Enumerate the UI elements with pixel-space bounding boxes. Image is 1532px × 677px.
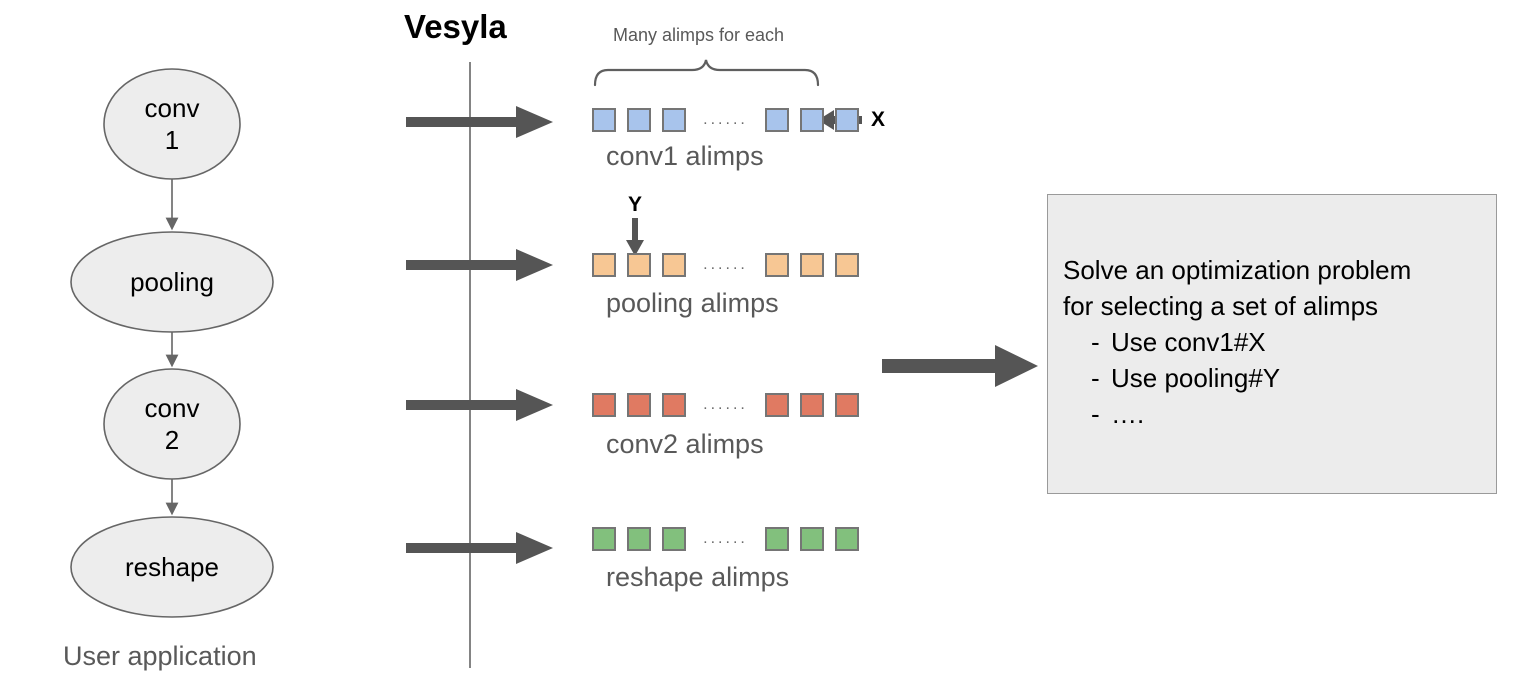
solver-bullet-2: - Use pooling#Y: [1063, 360, 1493, 396]
alimp-chip[interactable]: [592, 393, 616, 417]
alimp-chip[interactable]: [662, 527, 686, 551]
alimp-chip[interactable]: [835, 527, 859, 551]
alimp-ellipsis-dots: ......: [703, 111, 748, 128]
solver-panel-text: Solve an optimization problem for select…: [1063, 252, 1493, 432]
alimp-row-conv2: ......: [592, 393, 859, 417]
solver-panel: [1047, 194, 1497, 494]
solver-bullet-3: - ….: [1063, 396, 1493, 432]
alimp-chip[interactable]: [765, 253, 789, 277]
x-marker-label: X: [871, 108, 886, 131]
alimp-row-conv1: ......: [592, 108, 859, 132]
alimp-chip[interactable]: [800, 253, 824, 277]
alimp-chip[interactable]: [627, 527, 651, 551]
alimp-row-pooling: ......: [592, 253, 859, 277]
alimp-chip[interactable]: [835, 253, 859, 277]
alimp-chip[interactable]: [592, 253, 616, 277]
solver-line-2: for selecting a set of alimps: [1063, 291, 1379, 321]
graph-node-label-conv1: conv 1: [144, 93, 200, 155]
bullet-text: ….: [1111, 399, 1145, 429]
user-application-caption: User application: [63, 641, 257, 671]
alimp-chip[interactable]: [765, 108, 789, 132]
vesyla-title: Vesyla: [404, 8, 507, 45]
flow-arrow-pooling: [406, 249, 553, 281]
alimp-chip[interactable]: [835, 108, 859, 132]
graph-node-label-reshape: reshape: [125, 552, 219, 582]
bullet-dash: -: [1091, 363, 1100, 393]
alimp-row-label-conv2: conv2 alimps: [606, 429, 764, 459]
alimp-chip[interactable]: [592, 108, 616, 132]
alimp-chip[interactable]: [800, 527, 824, 551]
alimp-chip[interactable]: [765, 393, 789, 417]
alimp-chip[interactable]: [627, 253, 651, 277]
bullet-dash: -: [1091, 399, 1100, 429]
flow-arrow-reshape: [406, 532, 553, 564]
bullet-dash: -: [1091, 327, 1100, 357]
alimp-row-label-reshape: reshape alimps: [606, 562, 790, 592]
alimp-row-label-pooling: pooling alimps: [606, 288, 779, 318]
alimp-ellipsis-dots: ......: [703, 256, 748, 273]
bullet-text: Use conv1#X: [1111, 327, 1266, 357]
many-alimps-caption: Many alimps for each: [613, 25, 785, 45]
alimp-chip[interactable]: [662, 393, 686, 417]
solver-bullet-1: - Use conv1#X: [1063, 324, 1493, 360]
y-marker-arrow: [626, 218, 644, 256]
alimp-chip[interactable]: [800, 108, 824, 132]
graph-node-reshape[interactable]: [70, 516, 274, 618]
many-alimps-brace: [593, 59, 820, 87]
graph-node-label-conv2: conv 2: [144, 393, 200, 455]
solver-flow-arrow: [882, 345, 1038, 387]
alimp-row-label-conv1: conv1 alimps: [606, 141, 764, 171]
alimp-chip[interactable]: [662, 253, 686, 277]
alimp-chip[interactable]: [627, 393, 651, 417]
alimp-chip[interactable]: [592, 527, 616, 551]
alimp-ellipsis-dots: ......: [703, 396, 748, 413]
graph-node-label-pooling: pooling: [130, 267, 214, 297]
flow-arrow-conv2: [406, 389, 553, 421]
alimp-row-reshape: ......: [592, 527, 859, 551]
alimp-chip[interactable]: [627, 108, 651, 132]
flow-arrow-conv1: [406, 106, 553, 138]
alimp-ellipsis-dots: ......: [703, 530, 748, 547]
solver-line-1: Solve an optimization problem: [1063, 255, 1412, 285]
alimp-chip[interactable]: [800, 393, 824, 417]
alimp-chip[interactable]: [765, 527, 789, 551]
alimp-chip[interactable]: [835, 393, 859, 417]
bullet-text: Use pooling#Y: [1111, 363, 1281, 393]
alimp-chip[interactable]: [662, 108, 686, 132]
y-marker-label: Y: [628, 193, 643, 216]
